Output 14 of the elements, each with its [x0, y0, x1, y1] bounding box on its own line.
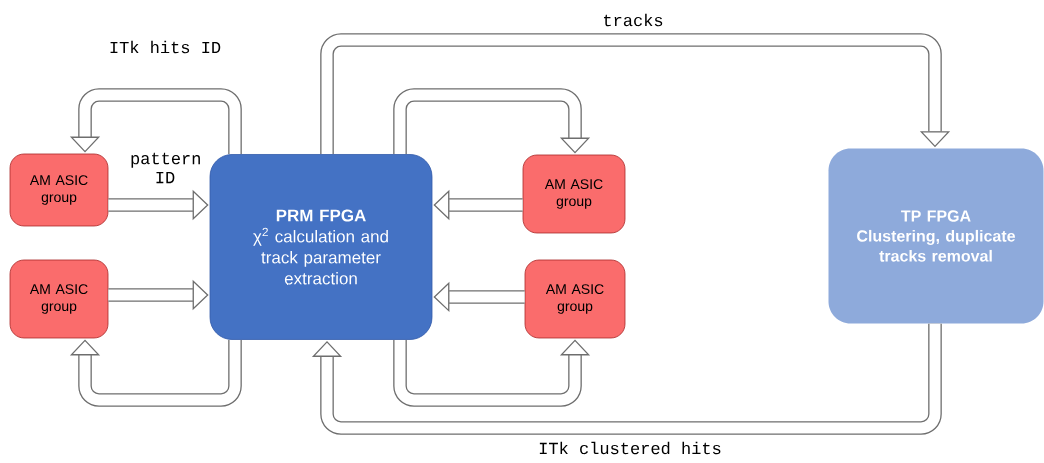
chip-box: AM ASIC group: [522, 154, 626, 234]
edge-label: tracks: [601, 12, 665, 28]
edge-label: ITk clustered hits: [537, 440, 723, 456]
edge-label: pattern ID: [129, 151, 201, 185]
chip-box: AM ASIC group: [524, 259, 626, 339]
edge-label: ITk hits ID: [107, 39, 223, 55]
chip-box: AM ASIC group: [9, 153, 109, 227]
chip-box: AM ASIC group: [9, 259, 109, 339]
block-arrow: [320, 33, 951, 155]
fpga-box: TP FPGA Clustering, duplicate tracks removal: [828, 148, 1044, 324]
block-arrow: [393, 88, 591, 155]
block-arrow: [69, 339, 242, 407]
block-arrow: [311, 323, 942, 435]
fpga-box: PRM FPGA χ$^{2}$ calculation and track parameter extraction: [209, 154, 433, 340]
